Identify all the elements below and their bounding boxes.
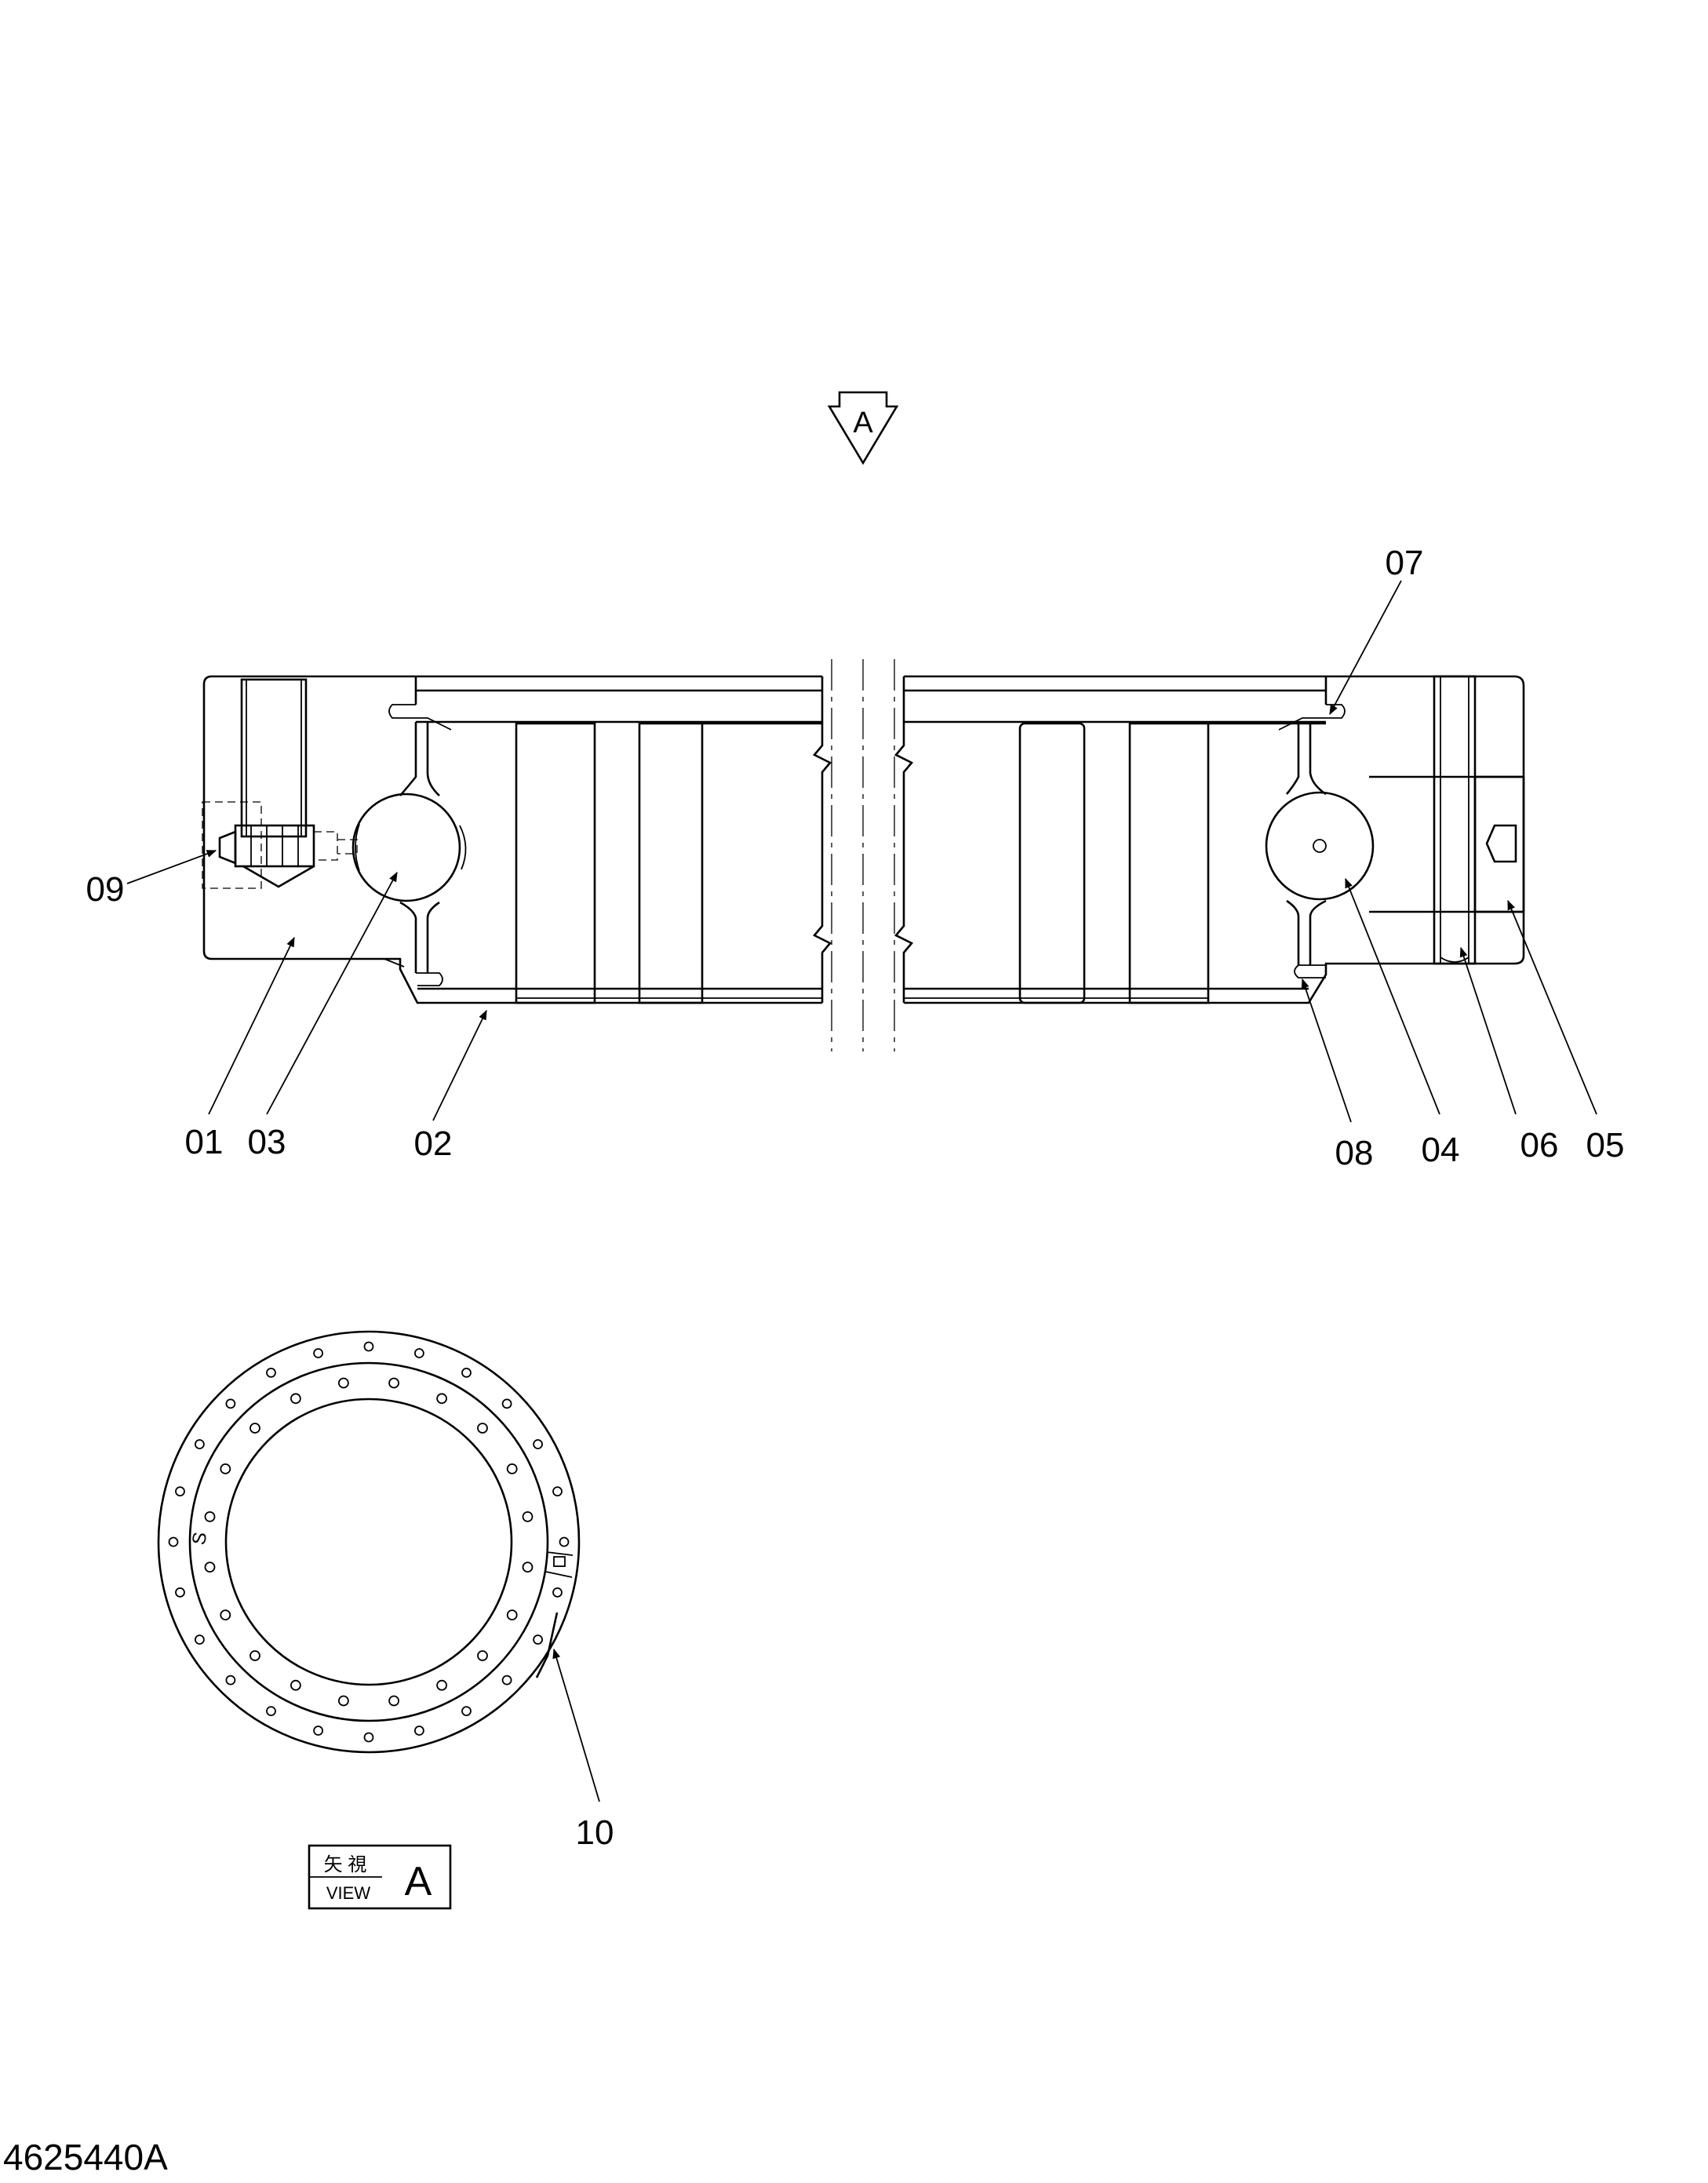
bolt-hole xyxy=(461,1706,472,1717)
bolt-hole-left xyxy=(240,678,308,838)
bolt-hole xyxy=(436,1393,447,1405)
bolt-hole xyxy=(249,1650,260,1661)
ring-mark: S xyxy=(188,1530,211,1546)
bearing-cross-section xyxy=(202,659,1525,1051)
bolt-hole xyxy=(559,1536,570,1547)
bolt-hole xyxy=(204,1511,216,1522)
bolt-hole xyxy=(225,1675,236,1686)
bolt-hole xyxy=(436,1679,447,1691)
view-label-kanji: 矢 視 xyxy=(324,1854,367,1875)
bolt-hole xyxy=(414,1726,424,1736)
bolt-hole xyxy=(501,1675,512,1686)
bolt-hole xyxy=(337,1695,349,1707)
bolt-hole xyxy=(194,1635,205,1645)
callouts: 01 02 03 04 05 06 07 08 09 xyxy=(86,544,1625,1172)
callout-02: 02 xyxy=(414,1124,453,1163)
bolt-hole xyxy=(552,1486,563,1496)
callout-03: 03 xyxy=(248,1123,286,1161)
outer-ring-left xyxy=(202,675,822,1004)
callout-01: 01 xyxy=(185,1123,224,1161)
callout-06: 06 xyxy=(1520,1126,1559,1164)
bolt-hole xyxy=(363,1732,374,1743)
bolt-hole xyxy=(337,1377,349,1389)
bolt-hole xyxy=(175,1486,185,1496)
bolt-hole xyxy=(290,1393,301,1405)
bolt-hole xyxy=(175,1587,185,1598)
bolt-hole xyxy=(220,1609,231,1621)
bolt-hole xyxy=(266,1368,276,1378)
view-direction-marker: A xyxy=(827,391,899,465)
callout-10: 10 xyxy=(576,1813,614,1852)
bolt-hole xyxy=(533,1635,543,1645)
bolt-hole xyxy=(477,1423,488,1434)
bolt-hole xyxy=(533,1439,543,1449)
inner-bolt-holes xyxy=(204,1377,534,1707)
bolt-hole xyxy=(290,1679,301,1691)
bolt-hole xyxy=(388,1377,400,1389)
bolt-hole xyxy=(204,1562,216,1573)
bolt-hole xyxy=(522,1511,534,1522)
bolt-hole xyxy=(461,1368,472,1378)
bolt-hole xyxy=(194,1439,205,1449)
bolt-hole xyxy=(266,1706,276,1717)
outer-bolt-holes xyxy=(168,1341,570,1743)
bolt-hole xyxy=(363,1341,374,1352)
callout-09: 09 xyxy=(86,870,125,909)
bolt-hole xyxy=(225,1398,236,1409)
outer-ring-right xyxy=(904,675,1525,1004)
bolt-hole xyxy=(414,1348,424,1358)
callout-08: 08 xyxy=(1335,1134,1374,1172)
ring-plan-view: S 10 xyxy=(157,1330,614,1852)
view-label-box: 矢 視 VIEW A xyxy=(308,1844,452,1910)
bolt-hole xyxy=(506,1609,518,1621)
bolt-hole xyxy=(313,1348,324,1358)
drawing-number: 4625440A xyxy=(3,2137,168,2178)
bolt-hole xyxy=(249,1423,260,1434)
ball-left xyxy=(351,793,461,902)
bolt-hole xyxy=(552,1587,563,1598)
callout-07: 07 xyxy=(1386,544,1424,582)
view-label-letter: A xyxy=(405,1859,432,1904)
callout-05: 05 xyxy=(1586,1126,1625,1164)
bolt-hole xyxy=(313,1726,324,1736)
bolt-hole xyxy=(522,1562,534,1573)
bolt-hole xyxy=(506,1463,518,1474)
view-direction-letter: A xyxy=(853,406,873,439)
grease-nipple xyxy=(202,801,358,889)
bolt-hole xyxy=(168,1536,179,1547)
ball-right xyxy=(1265,791,1375,901)
bolt-hole xyxy=(388,1695,400,1707)
bolt-hole xyxy=(477,1650,488,1661)
callout-04: 04 xyxy=(1422,1131,1460,1169)
bolt-hole xyxy=(220,1463,231,1474)
bolt-hole xyxy=(501,1398,512,1409)
view-label-word: VIEW xyxy=(326,1883,370,1903)
